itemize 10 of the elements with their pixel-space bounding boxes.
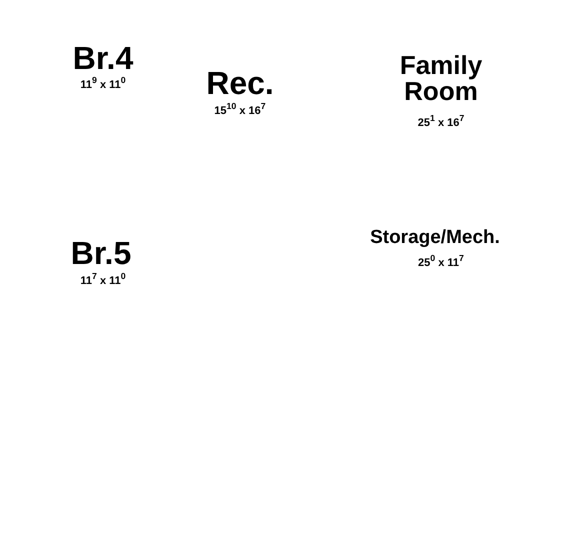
- room-dimensions: 11$^{9}$ x 11$^{0}$: [79, 76, 127, 91]
- room-name: Br.5: [70, 237, 132, 269]
- room-name: Family Room: [398, 52, 484, 104]
- room-dimensions: 25$^{1}$ x 16$^{7}$: [416, 114, 466, 129]
- room-dimensions: 25$^{0}$ x 11$^{7}$: [417, 254, 465, 269]
- room-name: Br.4: [72, 42, 134, 74]
- room-dimensions: 15$^{10}$ x 16$^{7}$: [213, 102, 267, 117]
- room-dimensions: 11$^{7}$ x 11$^{0}$: [79, 272, 127, 287]
- room-name: Storage/Mech.: [369, 228, 501, 247]
- room-name: Rec.: [205, 67, 275, 99]
